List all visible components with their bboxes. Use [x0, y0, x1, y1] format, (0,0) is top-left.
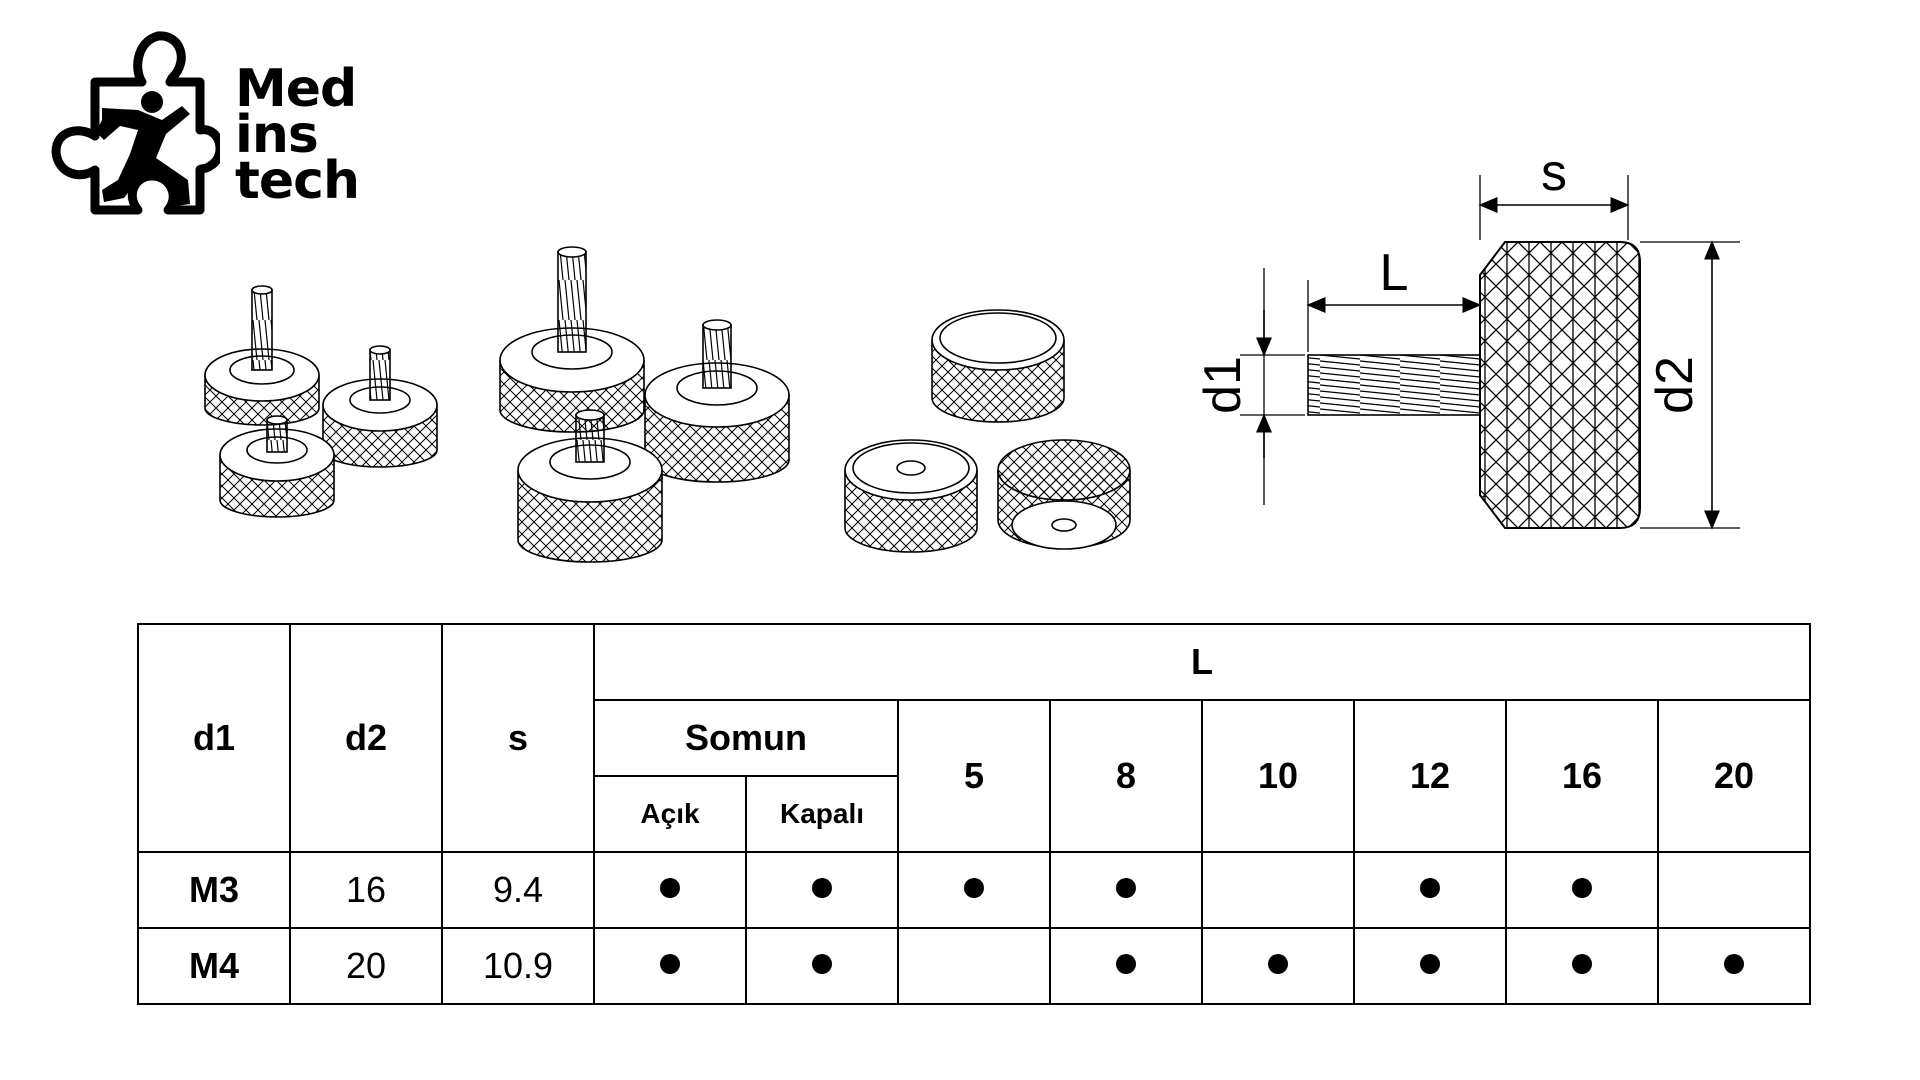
header-L: L — [593, 623, 1811, 701]
availability-dot — [964, 877, 984, 898]
header-s: s — [441, 623, 595, 853]
cell-L-16 — [1505, 927, 1659, 1005]
availability-dot — [812, 953, 832, 974]
thumbscrew-group-large — [499, 246, 790, 563]
header-L-12: 12 — [1353, 699, 1507, 853]
cell-L-5 — [897, 927, 1051, 1005]
brand-line-3: tech — [235, 151, 360, 211]
thumbscrew-m4-b — [644, 319, 790, 483]
brand-wordmark: Med ins tech — [235, 59, 360, 211]
header-d1: d1 — [137, 623, 291, 853]
cell-d1: M3 — [137, 851, 291, 929]
cell-s: 9.4 — [441, 851, 595, 929]
brand-line-1: Med — [235, 59, 357, 119]
cell-L-8 — [1049, 851, 1203, 929]
thumbscrew-m4-a — [499, 246, 645, 433]
availability-dot — [1420, 953, 1440, 974]
thumbscrew-m3-a — [204, 285, 320, 426]
cell-d2: 20 — [289, 927, 443, 1005]
availability-dot — [660, 877, 680, 898]
cell-kapali — [745, 927, 899, 1005]
header-L-8: 8 — [1049, 699, 1203, 853]
thumbscrew-m3-b — [322, 345, 438, 468]
cell-acik — [593, 851, 747, 929]
header-L-10: 10 — [1201, 699, 1355, 853]
table-row: M4 20 10.9 — [137, 927, 1811, 1005]
availability-dot — [1268, 953, 1288, 974]
label-d2: d2 — [1646, 356, 1704, 414]
header-L-20: 20 — [1657, 699, 1811, 853]
cell-d2: 16 — [289, 851, 443, 929]
availability-dot — [1420, 877, 1440, 898]
availability-dot — [812, 877, 832, 898]
table-row: M3 16 9.4 — [137, 851, 1811, 929]
cell-acik — [593, 927, 747, 1005]
knurled-nut-open — [844, 439, 978, 553]
cell-L-5 — [897, 851, 1051, 929]
cell-s: 10.9 — [441, 927, 595, 1005]
knurled-nut-group — [844, 309, 1131, 553]
availability-dot — [1116, 953, 1136, 974]
thumbscrew-m3-c — [219, 415, 335, 518]
knurled-head — [1479, 241, 1641, 529]
cell-L-16 — [1505, 851, 1659, 929]
thumbscrew-group-small — [204, 285, 438, 518]
brand-line-2: ins — [235, 105, 319, 165]
availability-dot — [1572, 877, 1592, 898]
knurled-nut-bottom — [997, 439, 1131, 550]
availability-dot — [1572, 953, 1592, 974]
header-acik: Açık — [593, 775, 747, 853]
availability-dot — [1116, 877, 1136, 898]
cell-L-20 — [1657, 851, 1811, 929]
screw-thread-shaft — [1307, 354, 1481, 416]
cell-d1: M4 — [137, 927, 291, 1005]
availability-dot — [660, 953, 680, 974]
cell-L-12 — [1353, 927, 1507, 1005]
cell-L-10 — [1201, 927, 1355, 1005]
cell-L-20 — [1657, 927, 1811, 1005]
header-L-16: 16 — [1505, 699, 1659, 853]
header-d2: d2 — [289, 623, 443, 853]
availability-dot — [1724, 953, 1744, 974]
dimension-drawing — [1240, 175, 1740, 530]
label-d1: d1 — [1194, 356, 1252, 414]
cell-L-12 — [1353, 851, 1507, 929]
cell-kapali — [745, 851, 899, 929]
header-kapali: Kapalı — [745, 775, 899, 853]
label-L: L — [1380, 244, 1409, 302]
cell-L-10 — [1201, 851, 1355, 929]
brand-logo: Med ins tech — [40, 30, 380, 220]
product-illustration: s L d1 d2 — [204, 144, 1740, 563]
knurled-nut-closed-top — [931, 309, 1065, 423]
label-s: s — [1541, 144, 1567, 202]
puzzle-figure-icon — [51, 31, 220, 215]
header-somun: Somun — [593, 699, 899, 777]
header-L-5: 5 — [897, 699, 1051, 853]
spec-table: d1 d2 s L Somun 5 8 10 12 16 20 Açık Kap… — [137, 623, 1811, 1005]
thumbscrew-m4-c — [517, 409, 663, 563]
cell-L-8 — [1049, 927, 1203, 1005]
